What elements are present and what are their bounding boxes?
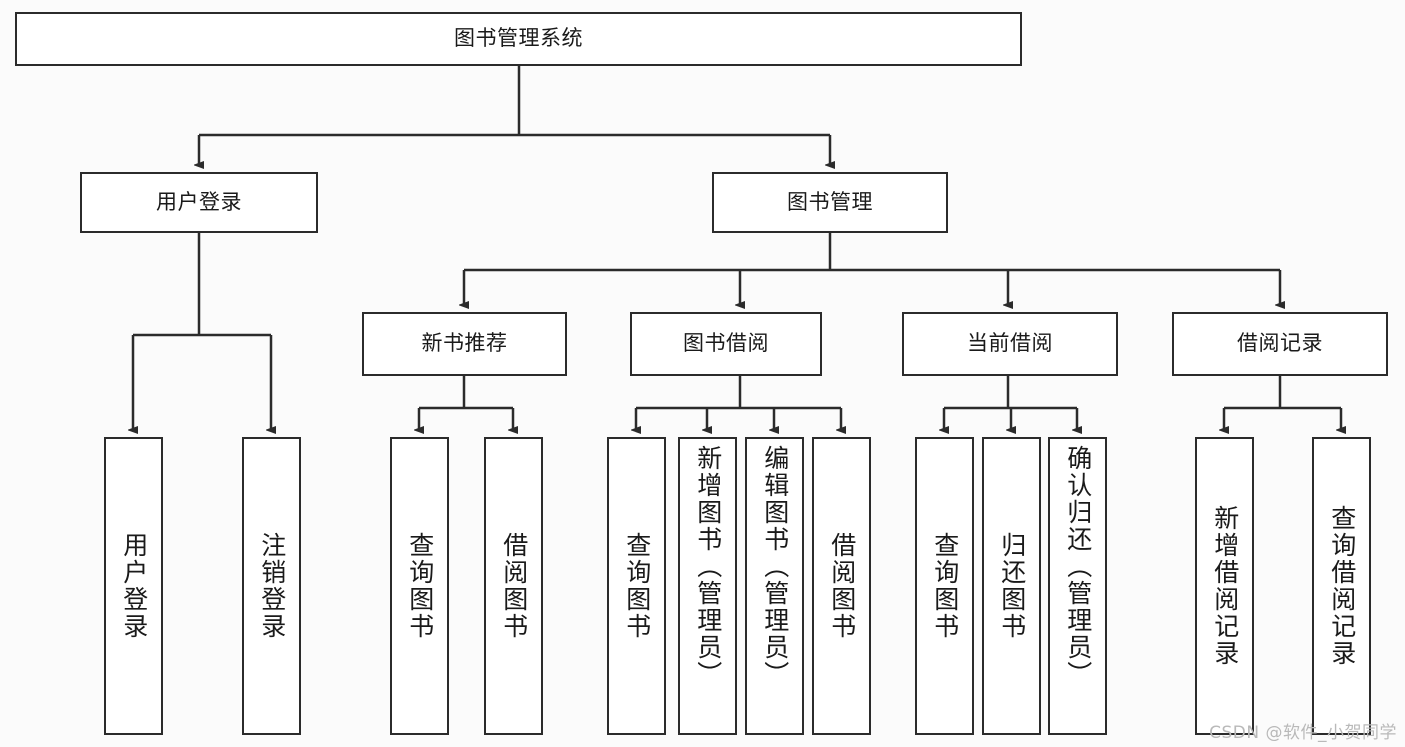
node-label: 新增图书（管理员） xyxy=(693,445,723,688)
node-label: 确认归还（管理员） xyxy=(1063,445,1093,688)
node-label: 查询借阅记录 xyxy=(1327,505,1357,667)
node-label: 新书推荐 xyxy=(421,331,508,356)
node-label: 借阅图书 xyxy=(499,532,529,640)
leaf-record-query[interactable]: 查询借阅记录 xyxy=(1312,437,1371,735)
node-label: 用户登录 xyxy=(119,532,149,640)
leaf-current-query-book[interactable]: 查询图书 xyxy=(915,437,974,735)
node-label: 用户登录 xyxy=(156,189,242,214)
node-book-borrow[interactable]: 图书借阅 xyxy=(630,312,822,376)
leaf-user-logout[interactable]: 注销登录 xyxy=(242,437,301,735)
node-label: 查询图书 xyxy=(405,532,435,640)
leaf-borrow-borrow-book[interactable]: 借阅图书 xyxy=(812,437,871,735)
node-borrow-record[interactable]: 借阅记录 xyxy=(1172,312,1388,376)
node-label: 当前借阅 xyxy=(967,331,1053,356)
node-label: 借阅图书 xyxy=(827,532,857,640)
node-new-book-recommend[interactable]: 新书推荐 xyxy=(362,312,567,376)
leaf-borrow-query-book[interactable]: 查询图书 xyxy=(607,437,666,735)
leaf-borrow-add-book-admin[interactable]: 新增图书（管理员） xyxy=(678,437,737,735)
node-label: 注销登录 xyxy=(257,532,287,640)
node-label: 查询图书 xyxy=(930,532,960,640)
leaf-current-confirm-return-admin[interactable]: 确认归还（管理员） xyxy=(1048,437,1107,735)
leaf-user-login[interactable]: 用户登录 xyxy=(104,437,163,735)
node-label: 图书管理系统 xyxy=(454,26,583,51)
leaf-new-book-borrow[interactable]: 借阅图书 xyxy=(484,437,543,735)
leaf-borrow-edit-book-admin[interactable]: 编辑图书（管理员） xyxy=(745,437,804,735)
node-label: 查询图书 xyxy=(622,532,652,640)
node-book-management[interactable]: 图书管理 xyxy=(712,172,948,233)
node-label: 图书管理 xyxy=(787,189,873,214)
node-label: 归还图书 xyxy=(997,532,1027,640)
leaf-new-book-query[interactable]: 查询图书 xyxy=(390,437,449,735)
leaf-current-return-book[interactable]: 归还图书 xyxy=(982,437,1041,735)
node-label: 借阅记录 xyxy=(1237,331,1323,356)
node-root-book-management-system[interactable]: 图书管理系统 xyxy=(15,12,1022,66)
node-label: 图书借阅 xyxy=(683,331,769,356)
node-user-login[interactable]: 用户登录 xyxy=(80,172,318,233)
node-current-borrow[interactable]: 当前借阅 xyxy=(902,312,1118,376)
leaf-record-add[interactable]: 新增借阅记录 xyxy=(1195,437,1254,735)
node-label: 编辑图书（管理员） xyxy=(760,445,790,688)
node-label: 新增借阅记录 xyxy=(1210,505,1240,667)
